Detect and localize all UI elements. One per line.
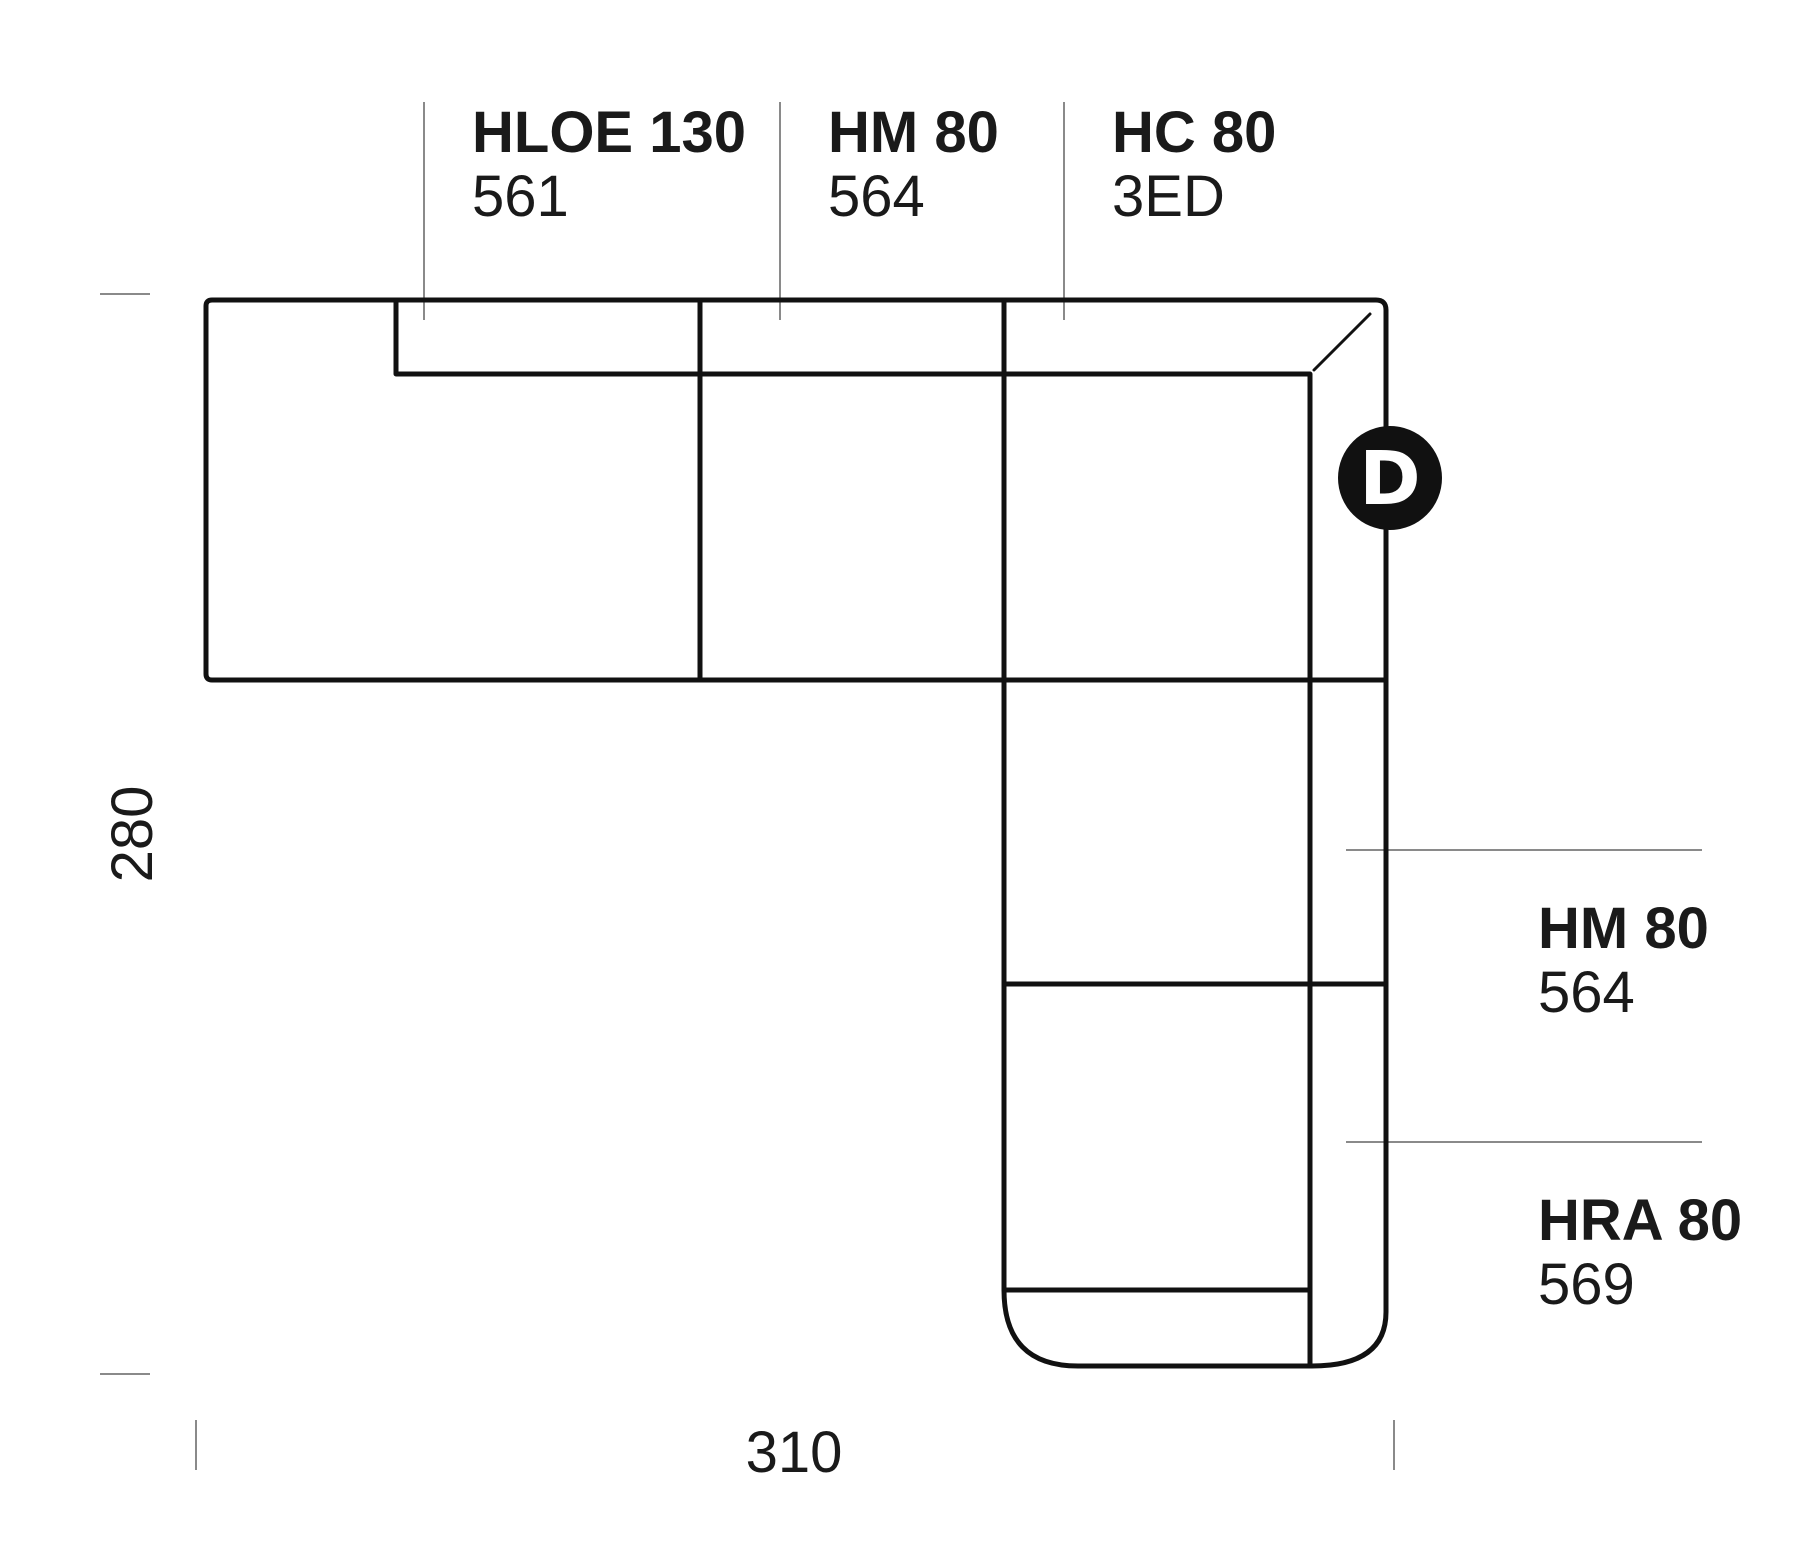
label-hc-number: 3ED bbox=[1112, 164, 1225, 229]
d-badge-circle bbox=[1338, 426, 1442, 530]
label-hloe-number: 561 bbox=[472, 164, 569, 229]
label-hm-top-number: 564 bbox=[828, 164, 925, 229]
dimension-height: 280 bbox=[100, 786, 165, 883]
label-hc-code: HC 80 bbox=[1112, 100, 1276, 165]
label-hloe-code: HLOE 130 bbox=[472, 100, 746, 165]
label-hm-right-code: HM 80 bbox=[1538, 896, 1709, 961]
dimension-width: 310 bbox=[746, 1420, 843, 1485]
d-badge-letter: D bbox=[1359, 436, 1420, 522]
label-hra-number: 569 bbox=[1538, 1252, 1635, 1317]
label-hm-top-code: HM 80 bbox=[828, 100, 999, 165]
hloe-back-cushion bbox=[393, 297, 1313, 683]
d-badge: D bbox=[1338, 426, 1442, 530]
corner-diagonal bbox=[1312, 312, 1372, 372]
sofa-outer-outline bbox=[203, 297, 1389, 1369]
label-hra-code: HRA 80 bbox=[1538, 1188, 1742, 1253]
label-hm-right-number: 564 bbox=[1538, 960, 1635, 1025]
